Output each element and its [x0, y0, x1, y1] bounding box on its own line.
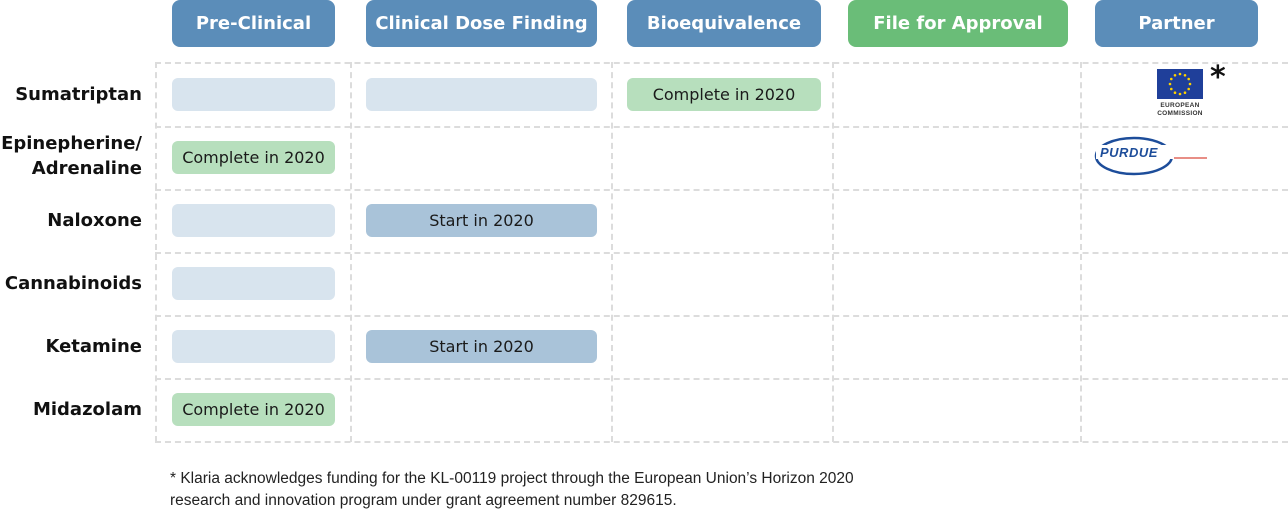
progress-bar-naloxone-pre-clinical [172, 204, 335, 237]
purdue-logo-text: PURDUE [1100, 145, 1158, 160]
drug-label-cannabinoids: Cannabinoids [4, 273, 142, 294]
header-clinical-dose-finding: Clinical Dose Finding [366, 0, 597, 47]
header-bioequivalence: Bioequivalence [627, 0, 821, 47]
drug-label-midazolam: Midazolam [32, 399, 142, 420]
progress-bar-sumatriptan-pre-clinical [172, 78, 335, 111]
status-bar-sumatriptan-bioequivalence: Complete in 2020 [627, 78, 821, 111]
drug-label-naloxone: Naloxone [47, 210, 142, 231]
grid-line [155, 378, 1288, 380]
footnote-line2: research and innovation program under gr… [170, 492, 677, 509]
grid-column-divider [350, 62, 352, 442]
eu-logo-text-line2: COMMISSION [1157, 110, 1203, 117]
progress-bar-cannabinoids-pre-clinical [172, 267, 335, 300]
drug-label-sumatriptan: Sumatriptan [15, 84, 142, 105]
header-partner: Partner [1095, 0, 1258, 47]
status-bar-naloxone-dose-finding: Start in 2020 [366, 204, 597, 237]
header-pre-clinical: Pre-Clinical [172, 0, 335, 47]
progress-bar-ketamine-pre-clinical [172, 330, 335, 363]
funding-asterisk: * [1210, 60, 1226, 95]
grid-line [155, 189, 1288, 191]
grid-line [155, 441, 1288, 443]
eu-logo-text-line1: EUROPEAN [1160, 102, 1200, 109]
progress-bar-sumatriptan-dose-finding [366, 78, 597, 111]
grid-column-divider [155, 62, 157, 442]
drug-label-epinephrine-line1: Epinepherine/ [1, 133, 142, 154]
european-commission-logo: EUROPEAN COMMISSION [1155, 67, 1225, 121]
header-file-for-approval: File for Approval [848, 0, 1068, 47]
status-bar-epinephrine-pre-clinical: Complete in 2020 [172, 141, 335, 174]
grid-column-divider [611, 62, 613, 442]
grid-line [155, 315, 1288, 317]
purdue-logo: PURDUE [1094, 136, 1209, 176]
status-bar-ketamine-dose-finding: Start in 2020 [366, 330, 597, 363]
drug-label-ketamine: Ketamine [45, 336, 142, 357]
grid-line [155, 126, 1288, 128]
grid-line [155, 252, 1288, 254]
drug-label-epinephrine-line2: Adrenaline [31, 158, 142, 179]
funding-footnote: * Klaria acknowledges funding for the KL… [170, 468, 854, 512]
status-bar-midazolam-pre-clinical: Complete in 2020 [172, 393, 335, 426]
grid-line [155, 62, 1288, 64]
eu-logo-text: EUROPEAN COMMISSION [1147, 102, 1213, 118]
footnote-line1: * Klaria acknowledges funding for the KL… [170, 470, 854, 487]
grid-column-divider [832, 62, 834, 442]
eu-flag-icon [1157, 69, 1203, 99]
drug-label-epinephrine: Epinepherine/ Adrenaline [1, 131, 142, 181]
grid-column-divider [1080, 62, 1082, 442]
